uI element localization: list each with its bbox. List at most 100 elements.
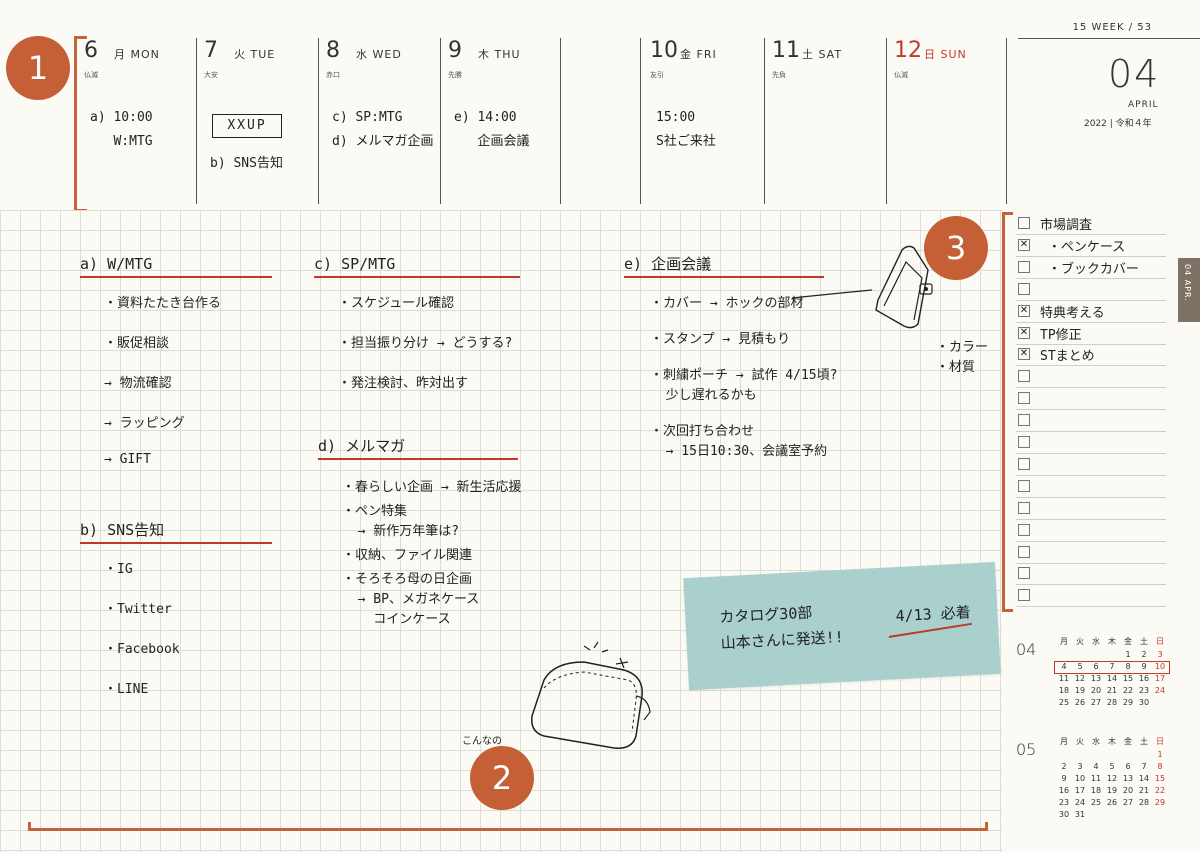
todo-item[interactable]: ・ブックカバー <box>1016 256 1166 279</box>
checkbox[interactable]: ✕ <box>1018 238 1030 251</box>
date-cell[interactable]: 18 <box>1090 786 1102 795</box>
date-cell[interactable]: 27 <box>1122 798 1134 807</box>
sticky-note[interactable]: カタログ30部 山本さんに発送!! 4/13 必着 <box>683 561 1001 691</box>
date-cell[interactable]: 10 <box>1154 662 1166 671</box>
date-cell[interactable]: 31 <box>1074 810 1086 819</box>
date-cell[interactable]: 30 <box>1058 810 1070 819</box>
checkbox[interactable]: ✕ <box>1018 348 1030 361</box>
date-cell[interactable]: 25 <box>1058 698 1070 707</box>
date-cell[interactable]: 29 <box>1154 798 1166 807</box>
checkbox[interactable] <box>1018 282 1030 295</box>
date-cell[interactable]: 22 <box>1122 686 1134 695</box>
date-cell[interactable]: 6 <box>1125 762 1131 771</box>
checkbox[interactable] <box>1018 501 1030 514</box>
checkbox[interactable]: ✕ <box>1018 326 1030 339</box>
todo-item[interactable] <box>1016 278 1166 301</box>
date-cell[interactable]: 16 <box>1138 674 1150 683</box>
date-cell[interactable]: 9 <box>1141 662 1147 671</box>
date-cell[interactable]: 16 <box>1058 786 1070 795</box>
checkbox[interactable] <box>1018 436 1030 448</box>
date-cell[interactable]: 3 <box>1077 762 1083 771</box>
checkbox[interactable] <box>1018 457 1030 470</box>
date-cell[interactable]: 4 <box>1093 762 1099 771</box>
todo-item[interactable] <box>1016 453 1166 476</box>
todo-item[interactable] <box>1016 519 1166 542</box>
date-cell[interactable]: 21 <box>1138 786 1150 795</box>
checkbox[interactable]: ✕ <box>1018 304 1030 317</box>
date-cell[interactable] <box>1104 750 1120 762</box>
date-cell[interactable]: 8 <box>1125 662 1131 671</box>
date-cell[interactable]: 7 <box>1141 762 1147 771</box>
todo-item[interactable] <box>1016 387 1166 411</box>
todo-item[interactable]: ✕TP修正 <box>1016 322 1166 345</box>
date-cell[interactable]: 26 <box>1074 698 1086 707</box>
date-cell[interactable]: 24 <box>1154 686 1166 695</box>
date-cell[interactable]: 4 <box>1061 662 1067 671</box>
checkbox[interactable] <box>1018 414 1030 427</box>
checkbox[interactable] <box>1018 567 1030 580</box>
checkbox[interactable] <box>1018 260 1030 273</box>
date-cell[interactable]: 28 <box>1106 698 1118 707</box>
date-cell[interactable]: 2 <box>1141 650 1147 659</box>
checkbox[interactable] <box>1018 217 1030 229</box>
date-cell[interactable]: 14 <box>1138 774 1150 783</box>
date-cell[interactable]: 19 <box>1106 786 1118 795</box>
date-cell[interactable] <box>1088 810 1104 822</box>
date-cell[interactable]: 1 <box>1125 650 1131 659</box>
date-cell[interactable]: 9 <box>1061 774 1067 783</box>
todo-item[interactable] <box>1016 562 1166 586</box>
date-cell[interactable]: 15 <box>1122 674 1134 683</box>
date-cell[interactable]: 3 <box>1157 650 1163 659</box>
date-cell[interactable]: 5 <box>1077 662 1083 671</box>
date-cell[interactable] <box>1136 750 1152 762</box>
todo-item[interactable] <box>1016 475 1166 498</box>
date-cell[interactable]: 22 <box>1154 786 1166 795</box>
date-cell[interactable]: 15 <box>1154 774 1166 783</box>
date-cell[interactable]: 28 <box>1138 798 1150 807</box>
date-cell[interactable]: 12 <box>1074 674 1086 683</box>
date-cell[interactable]: 19 <box>1074 686 1086 695</box>
date-cell[interactable]: 23 <box>1138 686 1150 695</box>
date-cell[interactable] <box>1152 698 1168 710</box>
date-cell[interactable]: 13 <box>1090 674 1102 683</box>
todo-item[interactable] <box>1016 541 1166 564</box>
todo-item[interactable]: 市場調査 <box>1016 212 1166 235</box>
checkbox[interactable] <box>1018 370 1030 383</box>
date-cell[interactable]: 8 <box>1157 762 1163 771</box>
date-cell[interactable]: 17 <box>1154 674 1166 683</box>
date-cell[interactable] <box>1072 750 1088 762</box>
date-cell[interactable]: 18 <box>1058 686 1070 695</box>
date-cell[interactable]: 29 <box>1122 698 1134 707</box>
todo-item[interactable] <box>1016 497 1166 520</box>
todo-item[interactable]: ✕特典考える <box>1016 300 1166 323</box>
date-cell[interactable] <box>1104 810 1120 822</box>
checkbox[interactable] <box>1018 392 1030 405</box>
todo-item[interactable] <box>1016 584 1166 608</box>
date-cell[interactable]: 11 <box>1058 674 1070 683</box>
date-cell[interactable]: 10 <box>1074 774 1086 783</box>
date-cell[interactable]: 26 <box>1106 798 1118 807</box>
date-cell[interactable] <box>1120 810 1136 822</box>
checkbox[interactable] <box>1018 545 1030 558</box>
date-cell[interactable]: 17 <box>1074 786 1086 795</box>
checkbox[interactable] <box>1018 589 1030 602</box>
side-tab-april[interactable]: 04 APR. <box>1178 258 1200 322</box>
date-cell[interactable] <box>1136 810 1152 822</box>
date-cell[interactable]: 27 <box>1090 698 1102 707</box>
todo-item[interactable] <box>1016 409 1166 433</box>
todo-item[interactable] <box>1016 365 1166 389</box>
todo-item[interactable]: ✕ ・ペンケース <box>1016 234 1166 257</box>
date-cell[interactable]: 23 <box>1058 798 1070 807</box>
date-cell[interactable]: 20 <box>1122 786 1134 795</box>
todo-item[interactable] <box>1016 431 1166 454</box>
grid-notes-area[interactable] <box>0 210 1002 852</box>
checkbox[interactable] <box>1018 479 1030 492</box>
date-cell[interactable]: 25 <box>1090 798 1102 807</box>
